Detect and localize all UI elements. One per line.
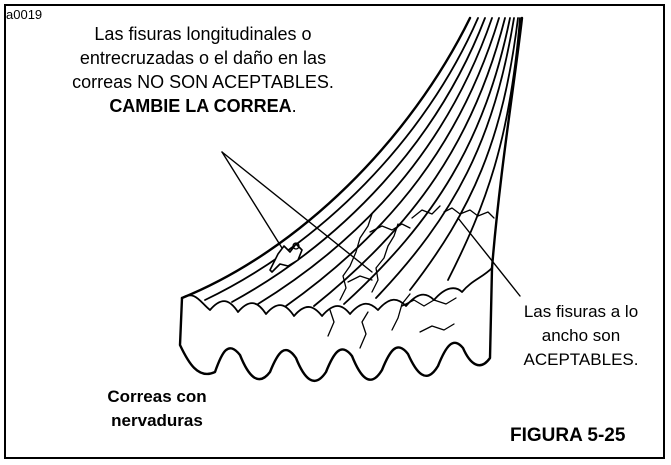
crosswise-crack	[347, 275, 373, 283]
crosswise-crack	[401, 297, 457, 307]
crosswise-crack	[443, 207, 495, 219]
crosswise-crack	[419, 323, 455, 333]
belt-rib-line	[257, 17, 493, 305]
belt-damage-hole	[292, 242, 300, 250]
belt-label-line: Correas con	[107, 387, 207, 406]
warning-line: entrecruzadas o el daño en las	[79, 48, 327, 68]
belt-type-label: Correas con nervaduras	[82, 385, 232, 433]
belt-rib-line	[313, 17, 506, 307]
longitudinal-crack	[371, 223, 399, 293]
longitudinal-crack	[327, 309, 335, 337]
belt-cross-top	[181, 267, 493, 317]
not-acceptable-callout: Las fisuras longitudinales o entrecruzad…	[38, 22, 368, 118]
acceptable-callout: Las fisuras a lo ancho son ACEPTABLES.	[505, 300, 657, 372]
leader-line	[221, 151, 283, 249]
acceptable-line: Las fisuras a lo	[523, 302, 639, 321]
warning-line-4-tail: .	[291, 96, 297, 116]
longitudinal-crack	[359, 311, 369, 349]
warning-line: Las fisuras longitudinales o	[94, 24, 312, 44]
belt-rib-line	[409, 17, 519, 291]
replace-belt-instruction: CAMBIE LA CORREA	[109, 96, 292, 116]
longitudinal-crack	[391, 293, 411, 331]
longitudinal-crack	[339, 213, 373, 301]
belt-rib-line	[204, 17, 479, 301]
acceptable-line: ACEPTABLES.	[523, 350, 639, 369]
belt-rib-line	[285, 17, 500, 307]
warning-line: correas NO SON ACEPTABLES.	[72, 72, 334, 92]
figure-number: FIGURA 5-25	[510, 425, 626, 446]
belt-rib-line	[231, 17, 486, 303]
crosswise-crack	[411, 205, 441, 219]
belt-right-edge	[490, 16, 524, 270]
leader-line	[221, 151, 373, 273]
acceptable-line: ancho son	[541, 326, 621, 345]
figure-id-code: a0019	[6, 7, 43, 22]
belt-rib-line	[375, 17, 515, 299]
warning-line-4: CAMBIE LA CORREA.	[38, 94, 368, 118]
leader-line	[457, 217, 521, 297]
belt-cross-section	[178, 266, 494, 382]
belt-left-edge	[180, 16, 472, 300]
crosswise-crack	[369, 223, 411, 233]
belt-rib-line	[343, 17, 511, 305]
belt-label-line: nervaduras	[111, 411, 203, 430]
belt-rib-line	[447, 17, 521, 281]
